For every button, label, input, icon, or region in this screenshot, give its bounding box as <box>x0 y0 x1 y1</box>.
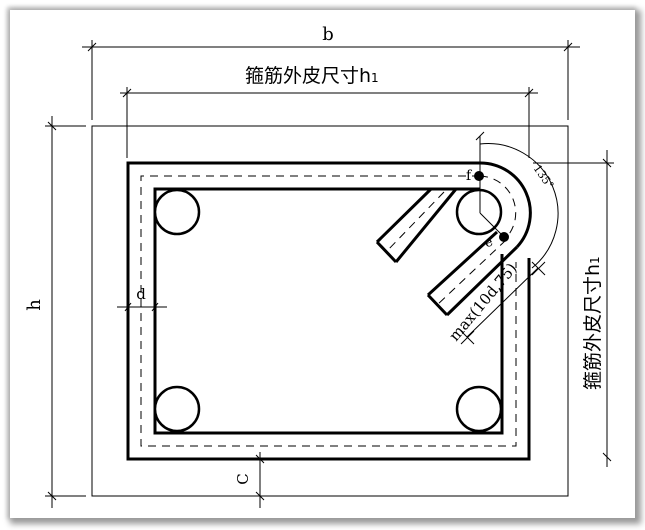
label-stirrup-right: 箍筋外皮尺寸h1 <box>582 256 604 390</box>
hook-center-diagonal <box>479 212 505 238</box>
dimension-h: h <box>24 116 86 508</box>
stirrup-inner-line <box>153 187 504 435</box>
hook-outer-arc <box>479 161 532 249</box>
stirrup-outer-line <box>126 161 531 461</box>
label-c: C <box>234 473 252 484</box>
label-h: h <box>24 299 45 311</box>
stirrup-centerline <box>140 175 517 447</box>
label-b: b <box>322 24 334 45</box>
point-e <box>499 232 509 242</box>
point-f <box>474 171 484 181</box>
label-d: d <box>136 285 146 303</box>
rebar-top-left <box>153 188 201 236</box>
angle-arc <box>479 143 559 269</box>
rebar-bottom-left <box>153 385 201 433</box>
dimension-d: d <box>117 285 167 312</box>
label-hook-length: max(10d,75) <box>445 260 520 345</box>
hook-tail-lower <box>426 230 519 317</box>
hook-tail-upper <box>375 187 458 264</box>
hook-center-arc <box>479 175 517 240</box>
dimension-stirrup-top: 箍筋外皮尺寸h1 <box>120 65 538 158</box>
dimension-b: b <box>82 24 580 120</box>
label-stirrup-top: 箍筋外皮尺寸h1 <box>245 65 379 87</box>
rebar-bottom-right <box>455 385 503 433</box>
dimension-stirrup-right: 箍筋外皮尺寸h1 <box>533 150 614 467</box>
dimension-cover: C <box>234 452 265 508</box>
concrete-section-outline <box>91 125 569 497</box>
label-f: f <box>466 168 473 184</box>
